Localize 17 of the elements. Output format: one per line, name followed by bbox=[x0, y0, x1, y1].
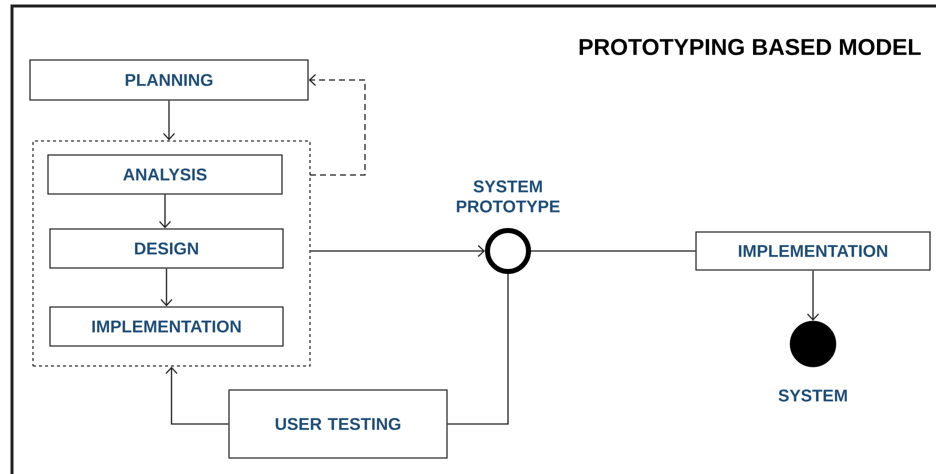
arrow bbox=[160, 268, 172, 306]
process-box: PLANNING bbox=[29, 59, 309, 101]
arrow bbox=[166, 366, 228, 425]
arrow bbox=[807, 270, 819, 321]
process-box: IMPLEMENTATION bbox=[49, 306, 284, 347]
title: PROTOTYPING BASED MODEL bbox=[580, 38, 921, 56]
arrow bbox=[159, 194, 171, 228]
process-box: ANALYSIS bbox=[47, 154, 283, 195]
node-label: SYSTEM bbox=[778, 390, 847, 402]
arrow bbox=[163, 100, 175, 140]
process-box: DESIGN bbox=[49, 228, 284, 269]
node-label: SYSTEM PROTOTYPE bbox=[456, 180, 560, 212]
arrow bbox=[308, 74, 366, 176]
process-box: IMPLEMENTATION bbox=[695, 231, 931, 271]
process-box: USER TESTING bbox=[228, 389, 448, 459]
group-box bbox=[32, 140, 311, 367]
arrow bbox=[310, 245, 485, 257]
